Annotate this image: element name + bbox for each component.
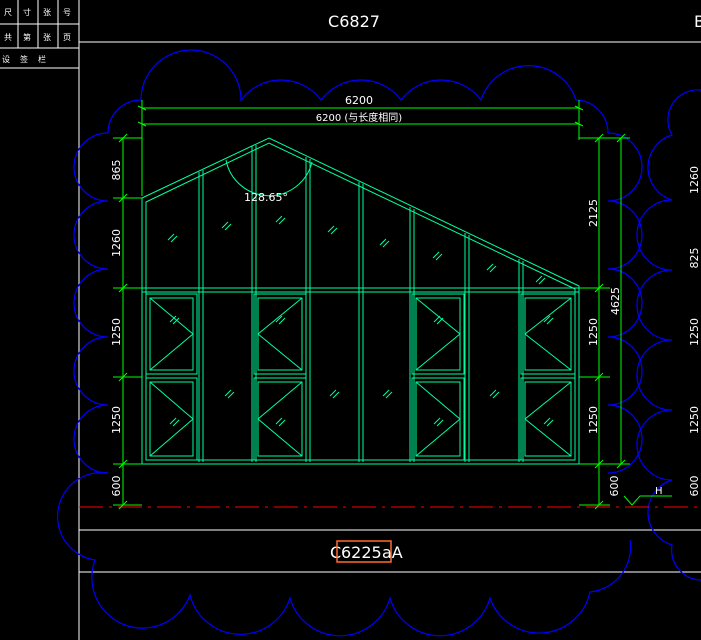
footer-code-prefix: C [330,543,341,562]
dim-left-3: 1250 [110,318,123,346]
title-subcell-3: 张 [43,33,51,42]
footer-code[interactable]: C 6225 aA [330,540,403,563]
window-code-top[interactable]: C6827 [328,12,380,31]
dim-right-4: 600 [608,476,621,497]
footer-code-highlight[interactable]: 6225 [341,543,382,562]
title-cell-4: 号 [63,8,71,17]
dim-next-4: 1250 [688,406,701,434]
dim-top-total: 6200 [345,94,373,107]
angle-arc [225,159,313,197]
dim-right-2: 1250 [587,318,600,346]
title-cell-3: 张 [43,8,51,17]
revision-cloud [56,49,701,637]
dimension-text: 6200 6200 (与长度相同) 128.65° 865 1260 1250 … [110,94,701,497]
dim-left-5: 600 [110,476,123,497]
window-inner-frame [145,142,576,461]
dimension-lines [113,100,672,510]
dim-top-sub: 6200 (与长度相同) [316,111,403,124]
dim-right-1: 2125 [587,199,600,227]
level-marker [623,495,672,506]
title-subcell-2: 第 [23,32,31,42]
title-row2-3: 栏 [38,54,46,64]
title-cell-2: 寸 [23,7,31,17]
opening-sashes[interactable] [145,293,576,461]
glass-hatch [167,215,554,427]
next-sheet-code: B [694,12,701,31]
title-row2-2: 签 [20,54,28,64]
title-subcell-4: 页 [63,33,71,42]
angle-label: 128.65° [244,191,288,204]
dim-next-3: 1250 [688,318,701,346]
title-cell-1: 尺 [4,8,12,17]
window-outer-frame [141,137,580,465]
dim-left-2: 1260 [110,229,123,257]
title-row2-1: 设 [2,54,10,64]
search-highlight[interactable] [336,540,392,563]
dim-right-3: 1250 [587,406,600,434]
footer-code-suffix: aA [382,543,403,562]
level-label: H [655,486,663,497]
dim-left-1: 865 [110,160,123,181]
dim-next-5: 600 [688,476,701,497]
title-block: 尺 寸 张 号 共 第 张 页 设 签 栏 [2,7,71,64]
dim-next-1: 1260 [688,166,701,194]
title-subcell-1: 共 [4,33,12,42]
dim-right-total: 4625 [609,287,622,315]
window-elevation[interactable] [141,137,580,465]
dim-next-2: 825 [688,248,701,269]
dim-left-4: 1250 [110,406,123,434]
